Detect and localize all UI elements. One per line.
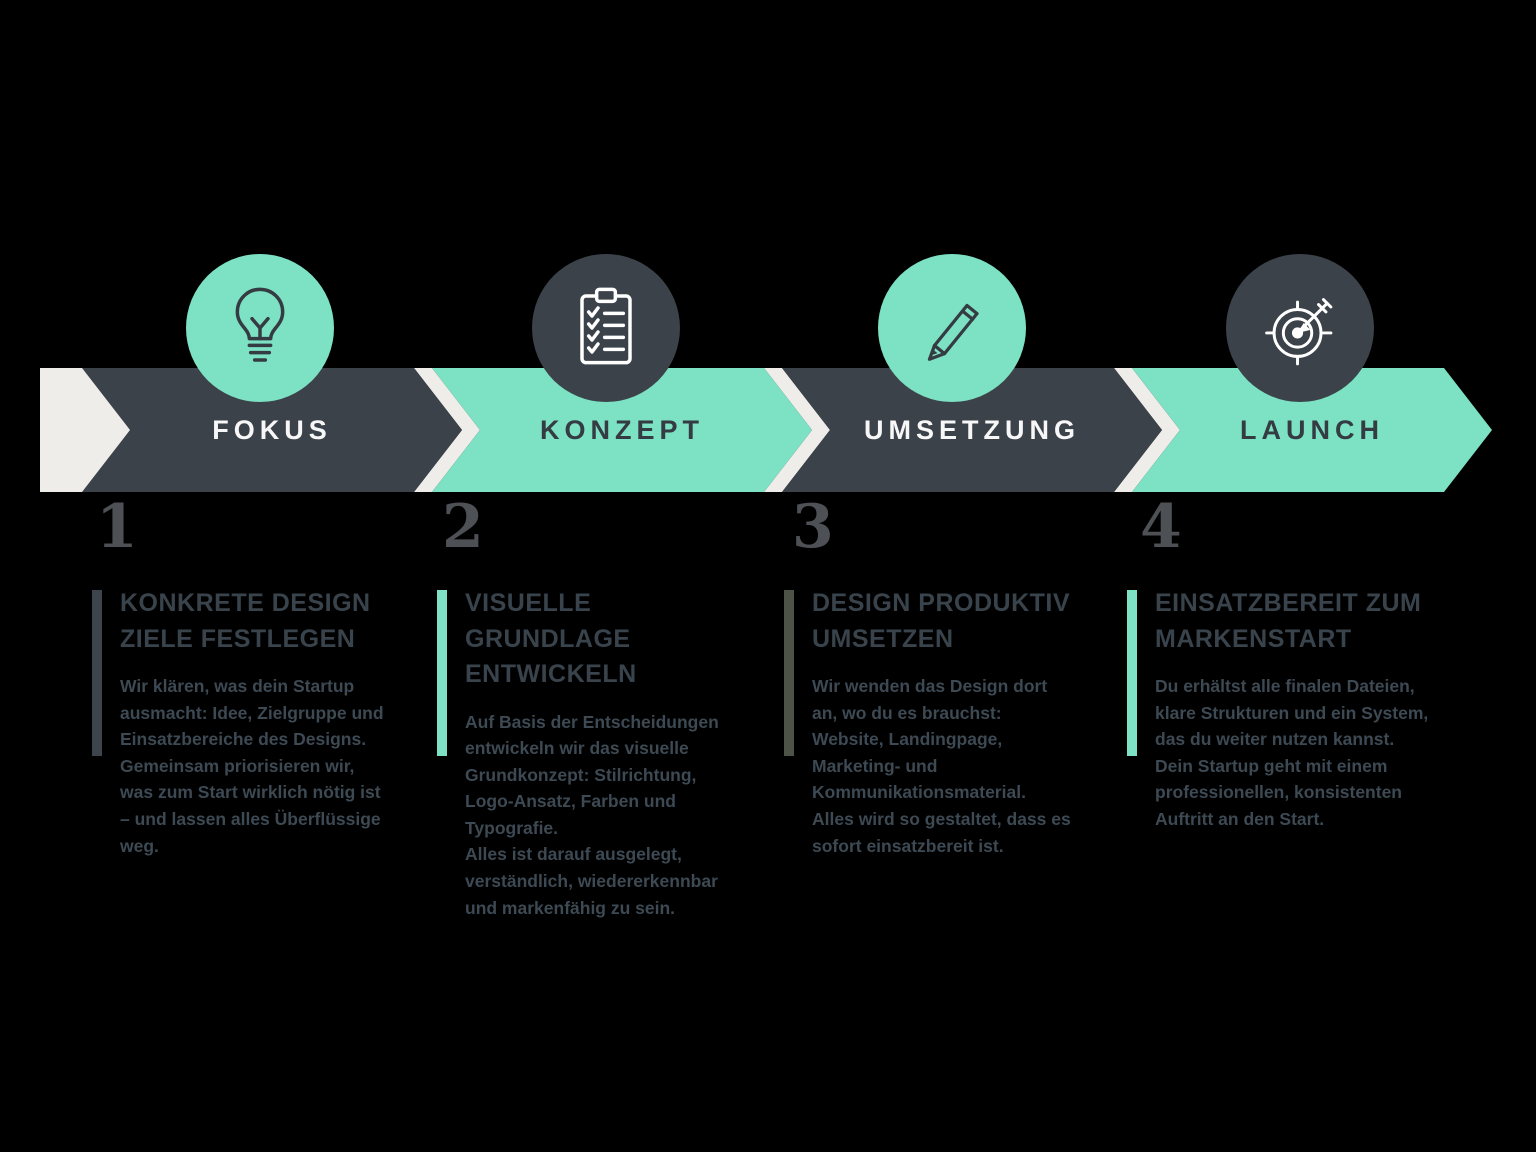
stage-heading: KONKRETE DESIGN ZIELE FESTLEGEN bbox=[120, 589, 371, 653]
stage-icon-badge-konzept bbox=[532, 254, 680, 402]
lightbulb-icon bbox=[235, 287, 285, 362]
stage-body: Du erhältst alle finalen Dateien, klare … bbox=[1155, 676, 1429, 829]
stage-body: Auf Basis der Entscheidungen entwickeln … bbox=[465, 711, 719, 918]
accent-bar bbox=[92, 590, 102, 756]
stage-heading: DESIGN PRODUKTIV UMSETZEN bbox=[812, 589, 1071, 653]
stage-body: Wir klären, was dein Startup ausmacht: I… bbox=[120, 676, 384, 856]
stage-description-content: KONKRETE DESIGN ZIELE FESTLEGEN Wir klär… bbox=[120, 586, 390, 859]
stage-description-umsetzung: DESIGN PRODUKTIV UMSETZEN Wir wenden das… bbox=[784, 586, 1072, 859]
stage-number-3: 3 bbox=[792, 492, 834, 562]
accent-bar bbox=[437, 590, 447, 756]
stage-description-konzept: VISUELLE GRUNDLAGE ENTWICKELN Auf Basis … bbox=[437, 586, 742, 921]
stage-icon-badge-fokus bbox=[186, 254, 334, 402]
stage-number-4: 4 bbox=[1140, 492, 1182, 562]
stage-description-launch: EINSATZBEREIT ZUM MARKENSTART Du erhälts… bbox=[1127, 586, 1449, 833]
accent-bar bbox=[784, 590, 794, 756]
stage-label-umsetzung: UMSETZUNG bbox=[864, 414, 1080, 445]
stage-body: Wir wenden das Design dort an, wo du es … bbox=[812, 676, 1071, 856]
stage-description-content: EINSATZBEREIT ZUM MARKENSTART Du erhälts… bbox=[1155, 586, 1449, 833]
stage-number-2: 2 bbox=[442, 492, 484, 562]
target-arrow-icon bbox=[1265, 298, 1333, 366]
stage-heading: EINSATZBEREIT ZUM MARKENSTART bbox=[1155, 589, 1422, 653]
stage-label-konzept: KONZEPT bbox=[539, 414, 704, 445]
stage-arrow-konzept: KONZEPT bbox=[432, 368, 812, 492]
stage-heading: VISUELLE GRUNDLAGE ENTWICKELN bbox=[465, 589, 637, 688]
stage-icon-badge-launch bbox=[1226, 254, 1374, 402]
stage-description-fokus: KONKRETE DESIGN ZIELE FESTLEGEN Wir klär… bbox=[92, 586, 390, 859]
accent-bar bbox=[1127, 590, 1137, 756]
stage-description-content: VISUELLE GRUNDLAGE ENTWICKELN Auf Basis … bbox=[465, 586, 742, 921]
stage-label-launch: LAUNCH bbox=[1240, 414, 1384, 445]
pencil-icon bbox=[927, 303, 979, 361]
stage-description-content: DESIGN PRODUKTIV UMSETZEN Wir wenden das… bbox=[812, 586, 1072, 859]
stage-label-fokus: FOKUS bbox=[212, 414, 332, 445]
stage-number-1: 1 bbox=[96, 492, 138, 562]
stage-icon-badge-umsetzung bbox=[878, 254, 1026, 402]
clipboard-checklist-icon bbox=[580, 287, 632, 365]
